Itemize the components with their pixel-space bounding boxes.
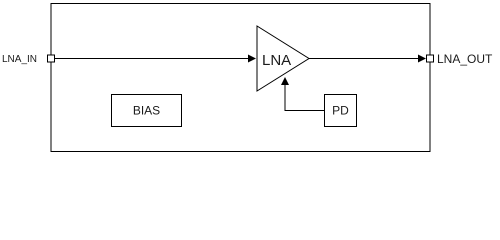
power-detector-block[interactable] [324, 94, 357, 127]
output-port-label: LNA_OUT [437, 52, 493, 66]
lna-block-diagram: LNA_IN LNA_OUT LNA BIAS PD [2, 3, 493, 152]
input-port[interactable] [47, 54, 55, 63]
bias-label: BIAS [133, 104, 160, 118]
module-boundary [50, 3, 431, 152]
amplifier-triangle-icon[interactable] [256, 25, 310, 92]
amplifier-label: LNA [262, 52, 291, 69]
power-detector-label: PD [332, 104, 349, 118]
bias-block[interactable] [111, 94, 182, 127]
output-port[interactable] [426, 54, 434, 63]
detector-feedback-line [281, 77, 325, 111]
input-port-label: LNA_IN [2, 54, 37, 65]
